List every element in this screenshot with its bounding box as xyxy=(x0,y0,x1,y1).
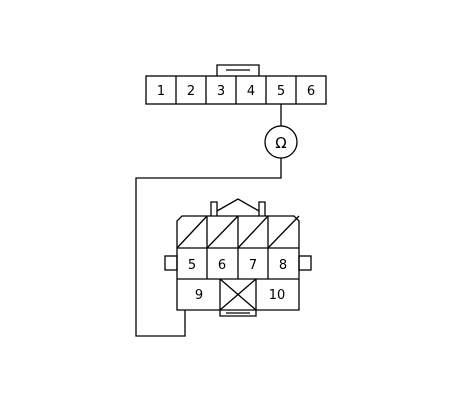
bottom-connector-bottom-tab xyxy=(219,310,257,317)
top-pin-label: 3 xyxy=(217,84,225,99)
top-pin-label: 1 xyxy=(157,84,165,99)
test-lead-lower xyxy=(135,158,282,337)
bottom-connector-dividers xyxy=(206,216,269,310)
bottom-connector-side-tab-right xyxy=(298,255,312,271)
top-pin-label: 6 xyxy=(307,84,315,99)
top-pin-label: 2 xyxy=(187,84,195,99)
bottom-pin-label: 9 xyxy=(195,288,203,303)
bottom-connector-side-tab-left xyxy=(164,255,178,271)
bottom-connector-latch-post-right xyxy=(258,201,266,216)
bottom-connector-body xyxy=(176,215,300,311)
top-connector: 1 2 3 4 5 6 xyxy=(145,64,327,105)
bottom-pin-label: 8 xyxy=(279,258,287,273)
bottom-connector-latch-arm xyxy=(216,198,260,212)
bottom-connector: 5 6 7 8 9 10 xyxy=(164,198,312,317)
top-pin-label: 4 xyxy=(247,84,255,99)
bottom-pin-label: 10 xyxy=(269,288,286,303)
top-connector-dividers xyxy=(175,76,297,104)
bottom-pin-label: 7 xyxy=(249,258,257,273)
top-pin-label: 5 xyxy=(277,84,285,99)
blocked-cavity-marks xyxy=(176,215,300,249)
bottom-pin-label: 6 xyxy=(218,258,226,273)
top-connector-lock-tab xyxy=(216,64,260,76)
ohmmeter: Ω xyxy=(264,125,298,159)
bottom-connector-latch-post-left xyxy=(210,201,218,216)
ohm-symbol: Ω xyxy=(275,134,286,152)
bottom-pin-label: 5 xyxy=(188,258,196,273)
blocked-center-cavity xyxy=(219,278,257,311)
